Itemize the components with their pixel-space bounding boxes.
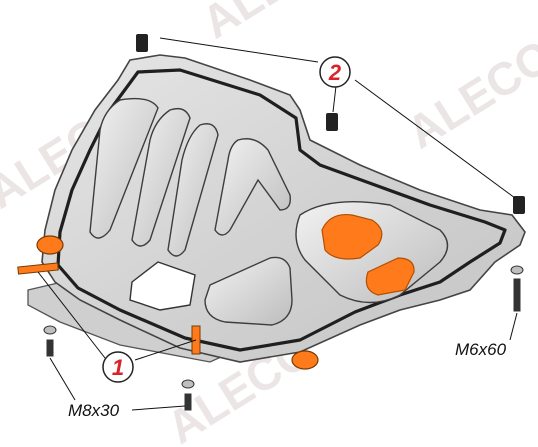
rib [131,107,191,247]
watermark-text: ALECO [398,29,538,158]
drain-pads [321,213,415,296]
rib [204,256,293,326]
leader-line [49,357,76,401]
mount-tab [291,350,319,370]
callout-1: 1 [102,351,134,383]
washer [510,265,524,275]
washer [43,325,57,335]
callout-number: 1 [112,355,124,380]
rib [214,138,291,236]
rib [89,97,159,239]
fasteners [43,265,524,411]
plate-rim [56,68,507,352]
bolt [184,393,192,411]
leader-line [509,312,518,341]
leader-line [332,85,337,113]
bushing [326,113,338,131]
leader-lines [37,37,518,411]
callout-number: 2 [328,60,342,85]
callout-2: 2 [319,56,351,88]
bolt-size-label-right: M6x60 [455,340,507,359]
bushings [136,34,525,214]
bushing [136,34,148,52]
leader-line [134,339,197,361]
bolt [513,278,521,312]
rib [167,123,219,257]
drain-pad [365,257,415,296]
leader-line [37,271,106,359]
mount-tab [36,235,64,255]
callout-circle [102,351,134,383]
leader-line [159,37,319,63]
watermark-text: ALECO [193,0,357,48]
drain-pad [321,213,383,260]
plate-ribs [89,97,449,326]
bushing [513,196,525,214]
callout-circle [319,56,351,88]
bolt [46,339,54,357]
leader-line [131,405,186,411]
bolt-size-label-left: M8x30 [68,401,120,420]
leader-line [354,79,516,199]
plate-cutout [129,261,196,311]
washer [181,379,195,389]
